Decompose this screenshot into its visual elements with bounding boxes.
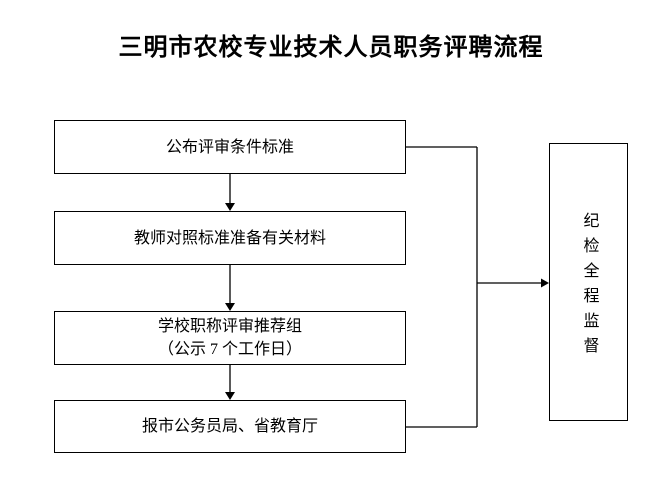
flow-step-label: 公布评审条件标准 (165, 138, 294, 156)
supervision-label: 纪检全程监督 (580, 211, 598, 362)
flow-step-prepare-materials: 教师对照标准准备有关材料 (54, 211, 406, 265)
flow-step-recommendation-group: 学校职称评审推荐组 （公示 7 个工作日） (54, 311, 406, 365)
arrow-step2-to-step3 (225, 265, 235, 311)
flow-step-report-bureau: 报市公务员局、省教育厅 (54, 400, 406, 453)
flow-step-label: 教师对照标准准备有关材料 (133, 229, 326, 247)
flow-step-label: 报市公务员局、省教育厅 (141, 418, 318, 435)
flow-step-publish-standards: 公布评审条件标准 (54, 120, 406, 174)
flow-step-label-line1: 学校职称评审推荐组 (157, 318, 302, 335)
flow-step-label-line2: （公示 7 个工作日） (157, 341, 302, 358)
supervision-box: 纪检全程监督 (549, 143, 628, 421)
arrow-to-supervision-box (477, 278, 549, 288)
arrow-step3-to-step4 (225, 365, 235, 400)
supervision-bracket-line (406, 146, 478, 428)
page-title: 三明市农校专业技术人员职务评聘流程 (118, 35, 544, 61)
arrow-step1-to-step2 (225, 174, 235, 211)
